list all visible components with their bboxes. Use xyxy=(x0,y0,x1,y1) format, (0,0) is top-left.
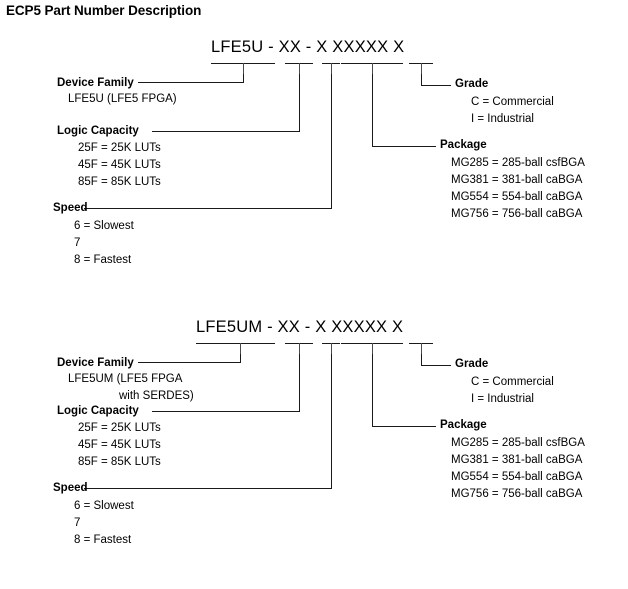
label-device-family-heading: Device Family xyxy=(57,357,134,369)
leader-horizontal-device-family xyxy=(138,82,244,83)
page-title: ECP5 Part Number Description xyxy=(6,3,202,18)
label-speed-line: 6 = Slowest xyxy=(74,220,134,232)
bracket-tick-logic-capacity xyxy=(299,63,300,74)
label-logic-capacity-line: 85F = 85K LUTs xyxy=(78,176,161,188)
leader-vertical-grade xyxy=(421,354,422,366)
label-grade-heading: Grade xyxy=(455,358,489,370)
label-logic-capacity-line: 25F = 25K LUTs xyxy=(78,422,161,434)
label-logic-capacity-heading: Logic Capacity xyxy=(57,125,139,137)
part-number-diagram-lfe5um: LFE5UM - XX - X XXXXX X Device Family LF… xyxy=(0,310,628,560)
leader-horizontal-speed xyxy=(84,208,332,209)
leader-vertical-speed xyxy=(331,354,332,489)
label-package-line: MG381 = 381-ball caBGA xyxy=(451,174,583,186)
label-grade-line: C = Commercial xyxy=(471,96,554,108)
leader-horizontal-grade xyxy=(421,365,451,366)
label-device-family-line: LFE5UM (LFE5 FPGA xyxy=(68,373,183,385)
part-number-diagram-lfe5u: LFE5U - XX - X XXXXX X Device Family LFE… xyxy=(0,30,628,280)
bracket-tick-package xyxy=(372,63,373,74)
leader-horizontal-device-family xyxy=(138,362,241,363)
leader-horizontal-package xyxy=(372,426,436,427)
leader-vertical-grade xyxy=(421,74,422,86)
label-logic-capacity-line: 85F = 85K LUTs xyxy=(78,456,161,468)
label-logic-capacity-line: 25F = 25K LUTs xyxy=(78,142,161,154)
leader-vertical-device-family xyxy=(243,74,244,83)
label-grade-line: I = Industrial xyxy=(471,113,534,125)
label-speed-line: 8 = Fastest xyxy=(74,254,132,266)
label-logic-capacity-line: 45F = 45K LUTs xyxy=(78,439,161,451)
leader-horizontal-package xyxy=(372,146,436,147)
label-speed-heading: Speed xyxy=(53,202,88,214)
bracket-tick-logic-capacity xyxy=(299,343,300,354)
leader-horizontal-speed xyxy=(84,488,332,489)
label-speed-line: 7 xyxy=(74,517,81,529)
bracket-tick-package xyxy=(372,343,373,354)
label-package-heading: Package xyxy=(440,419,487,431)
label-package-line: MG381 = 381-ball caBGA xyxy=(451,454,583,466)
part-number-string: LFE5U - XX - X XXXXX X xyxy=(211,38,405,56)
label-package-line: MG554 = 554-ball caBGA xyxy=(451,471,583,483)
label-speed-line: 7 xyxy=(74,237,81,249)
leader-vertical-package xyxy=(372,74,373,147)
bracket-tick-grade xyxy=(421,63,422,74)
part-number-string: LFE5UM - XX - X XXXXX X xyxy=(196,318,404,336)
label-grade-heading: Grade xyxy=(455,78,489,90)
bracket-tick-grade xyxy=(421,343,422,354)
label-logic-capacity-line: 45F = 45K LUTs xyxy=(78,159,161,171)
bracket-bar-device-family xyxy=(196,343,275,344)
bracket-tick-speed xyxy=(331,343,332,354)
label-device-family-line: LFE5U (LFE5 FPGA) xyxy=(68,93,177,105)
label-package-heading: Package xyxy=(440,139,487,151)
leader-vertical-device-family xyxy=(240,354,241,363)
label-speed-line: 8 = Fastest xyxy=(74,534,132,546)
label-speed-heading: Speed xyxy=(53,482,88,494)
label-device-family-line: with SERDES) xyxy=(119,390,194,402)
label-package-line: MG285 = 285-ball csfBGA xyxy=(451,437,585,449)
label-package-line: MG285 = 285-ball csfBGA xyxy=(451,157,585,169)
bracket-tick-speed xyxy=(331,63,332,74)
leader-vertical-package xyxy=(372,354,373,427)
bracket-tick-device-family xyxy=(240,343,241,354)
leader-vertical-logic-capacity xyxy=(299,354,300,412)
leader-horizontal-logic-capacity xyxy=(152,411,300,412)
label-package-line: MG554 = 554-ball caBGA xyxy=(451,191,583,203)
leader-vertical-logic-capacity xyxy=(299,74,300,132)
leader-horizontal-grade xyxy=(421,85,451,86)
bracket-tick-device-family xyxy=(243,63,244,74)
label-grade-line: C = Commercial xyxy=(471,376,554,388)
label-grade-line: I = Industrial xyxy=(471,393,534,405)
label-speed-line: 6 = Slowest xyxy=(74,500,134,512)
label-device-family-heading: Device Family xyxy=(57,77,134,89)
label-package-line: MG756 = 756-ball caBGA xyxy=(451,208,583,220)
label-logic-capacity-heading: Logic Capacity xyxy=(57,405,139,417)
leader-horizontal-logic-capacity xyxy=(152,131,300,132)
label-package-line: MG756 = 756-ball caBGA xyxy=(451,488,583,500)
leader-vertical-speed xyxy=(331,74,332,209)
